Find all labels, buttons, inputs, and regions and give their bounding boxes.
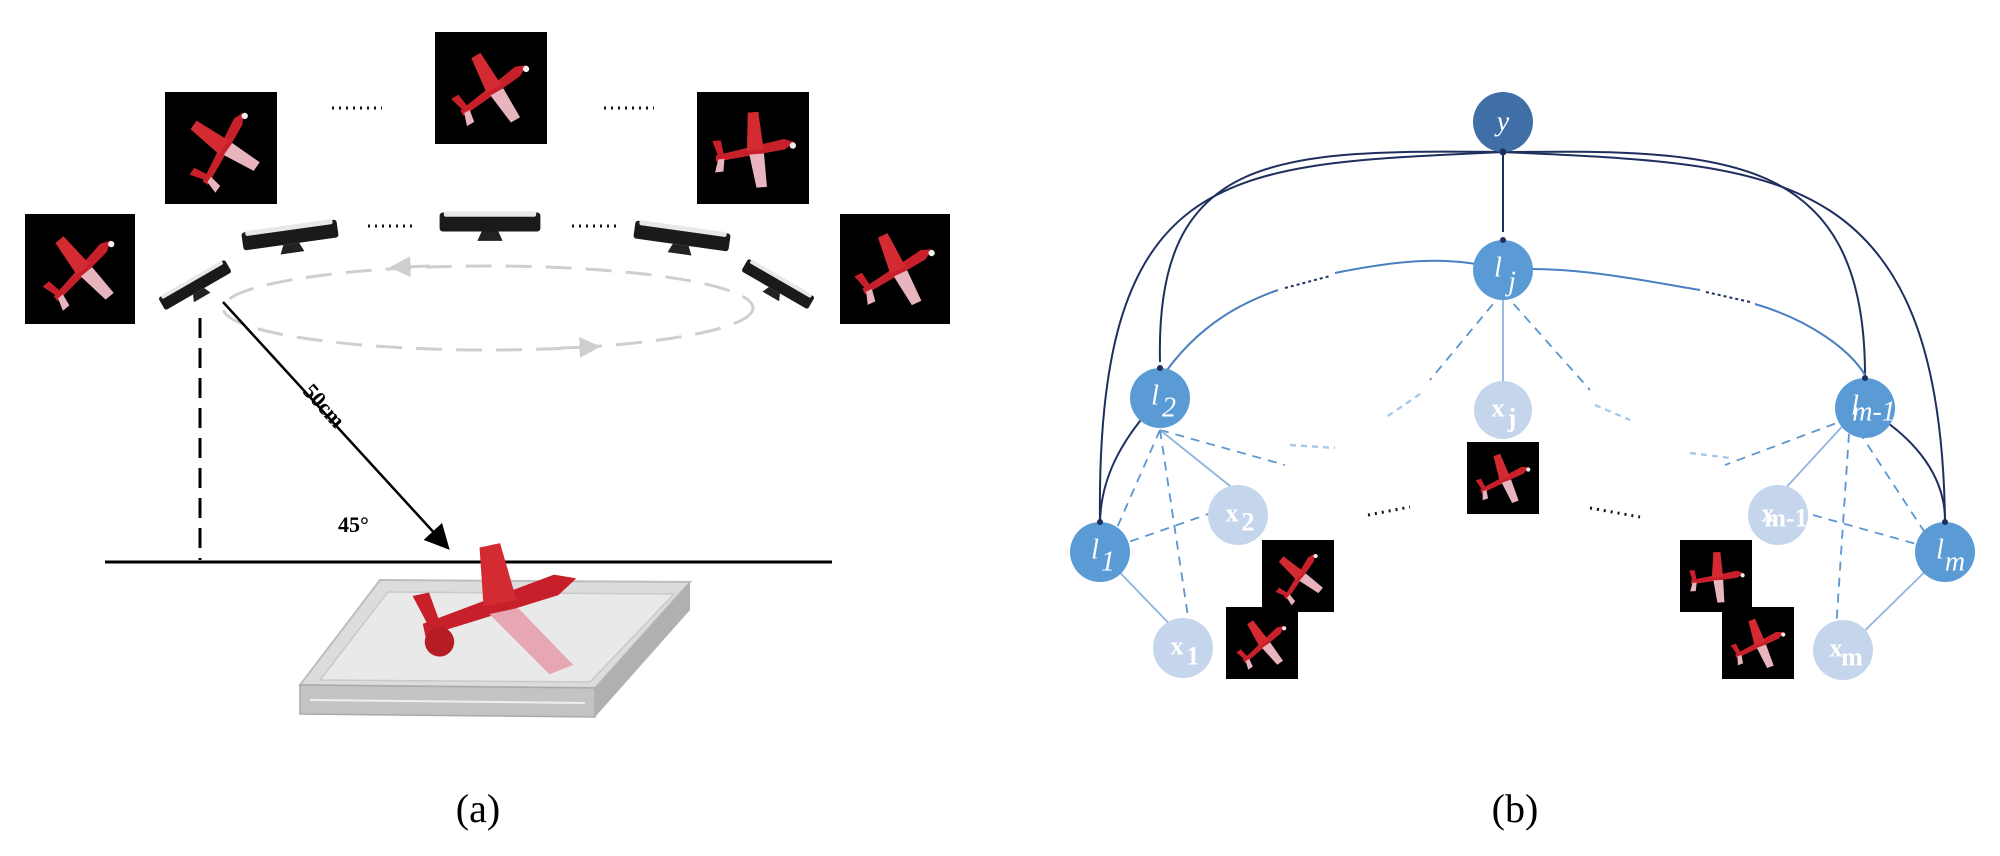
svg-text:l: l [1091, 535, 1099, 566]
edge [1502, 151, 1946, 521]
view-thumbnail-1 [1226, 607, 1301, 681]
node-x1: x 1 [1153, 618, 1213, 678]
node-xm-1: x m-1 [1748, 485, 1808, 545]
depth-camera-icon [241, 218, 341, 260]
svg-text:2: 2 [1162, 393, 1176, 424]
edge [1594, 403, 1631, 422]
edge [1724, 417, 1851, 466]
svg-text:y: y [1494, 107, 1510, 138]
model-airplane-icon [412, 543, 577, 675]
depth-camera-icon [737, 257, 816, 316]
edge [1289, 443, 1336, 450]
angle-label: 45° [338, 512, 369, 537]
svg-text:j: j [1505, 267, 1516, 298]
ellipsis-dots [1367, 505, 1411, 517]
view-thumbnail-m [1722, 607, 1795, 679]
node-xm: x m [1813, 620, 1873, 680]
svg-text:j: j [1507, 404, 1517, 433]
ellipsis-dots [1589, 506, 1641, 519]
svg-text:l: l [1151, 381, 1159, 412]
edge [1689, 451, 1731, 460]
edge-junction [1500, 237, 1506, 243]
svg-text:1: 1 [1101, 547, 1115, 578]
svg-text:1: 1 [1187, 642, 1200, 671]
edge [1159, 429, 1286, 466]
svg-text:m-1: m-1 [1852, 397, 1896, 428]
svg-text:x: x [1226, 499, 1239, 528]
edge [1849, 417, 1936, 549]
edge-junction [1499, 148, 1507, 156]
depth-camera-icon [157, 258, 236, 317]
edge [1429, 291, 1504, 381]
edge [1502, 150, 1866, 376]
edge-junction [1942, 519, 1948, 525]
node-lj: l j [1473, 240, 1533, 300]
edge [1158, 150, 1504, 363]
node-xj: x j [1474, 381, 1532, 439]
edge [1098, 151, 1504, 526]
edge [1705, 291, 1751, 303]
node-l1: l 1 [1070, 522, 1130, 582]
turntable-icon [297, 578, 693, 718]
svg-text:x: x [1492, 394, 1505, 423]
camera-orbit [221, 264, 755, 352]
svg-text:l: l [1851, 391, 1859, 422]
panel-a: 50cm 45° (a) [25, 32, 951, 831]
svg-text:x: x [1171, 632, 1184, 661]
view-thumbnail-2 [165, 92, 279, 204]
svg-text:m-1: m-1 [1764, 504, 1807, 533]
edge [1159, 429, 1191, 631]
edge [1159, 289, 1279, 381]
view-thumbnail-4 [697, 92, 809, 204]
node-lm: l m [1915, 522, 1975, 582]
edge [1754, 303, 1866, 376]
edge [1834, 417, 1851, 646]
orbit-arrow-icon [389, 256, 431, 278]
view-thumbnail-2 [1262, 538, 1337, 614]
edge [1384, 393, 1421, 419]
view-thumbnail-m-1 [1680, 540, 1752, 612]
panel-label-b: (b) [1492, 786, 1539, 831]
orbit-arrow-icon [559, 336, 601, 358]
view-thumbnail-j [1467, 442, 1540, 514]
edge-junction [1157, 365, 1163, 371]
distance-label: 50cm [298, 379, 350, 433]
panel-b: y l j x j l 2 l m-1 l 1 [1070, 92, 1975, 831]
view-thumbnail-3 [435, 32, 549, 144]
svg-text:x: x [1830, 634, 1843, 663]
distance-arrow [222, 301, 450, 550]
svg-text:l: l [1494, 253, 1502, 284]
svg-text:2: 2 [1242, 508, 1255, 537]
svg-text:l: l [1936, 535, 1944, 566]
view-thumbnail-1 [25, 213, 139, 326]
edge [1502, 291, 1591, 391]
svg-text:m: m [1945, 547, 1965, 578]
edge [1284, 275, 1331, 289]
node-x2: x 2 [1208, 485, 1268, 545]
node-y: y [1473, 92, 1533, 152]
node-l2: l 2 [1130, 368, 1190, 428]
svg-text:m: m [1841, 643, 1863, 672]
depth-camera-icon [439, 211, 541, 241]
panel-label-a: (a) [456, 786, 500, 831]
svg-text:x: x [1762, 499, 1775, 528]
edge-junction [1097, 519, 1103, 525]
depth-camera-icon [631, 219, 731, 261]
edge-junction [1862, 375, 1868, 381]
node-lm-1: l m-1 [1835, 378, 1896, 438]
view-thumbnail-5 [840, 214, 951, 324]
